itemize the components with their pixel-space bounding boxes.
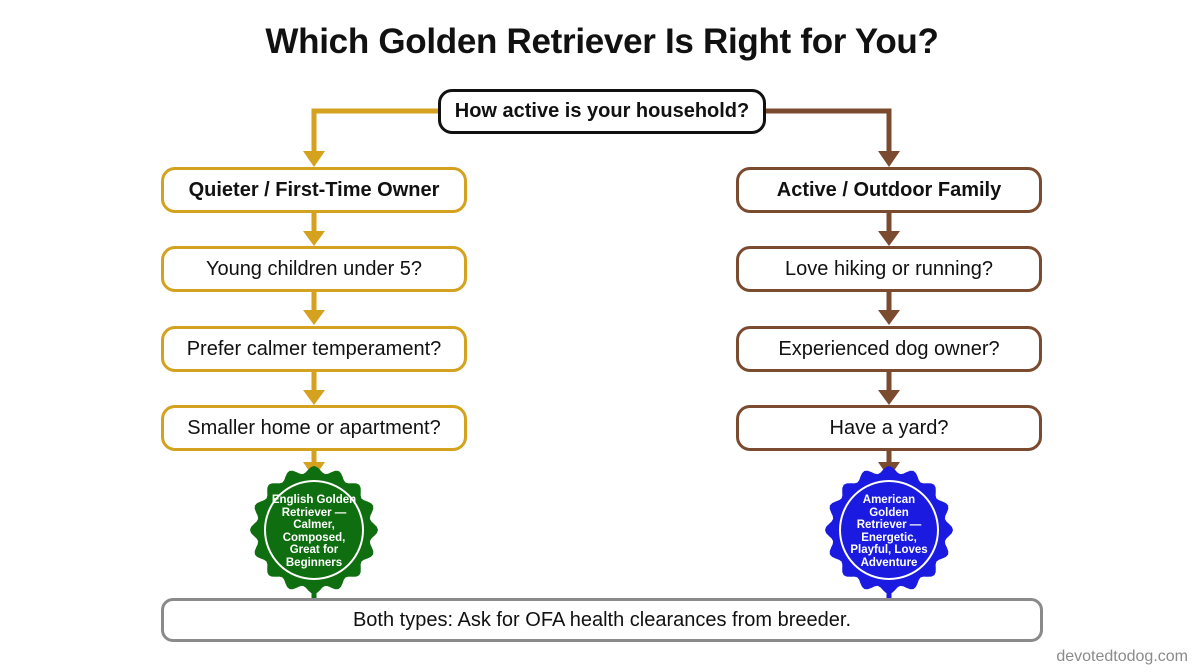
result-line: Calmer, <box>293 519 335 531</box>
arrow-left-3 <box>303 390 325 405</box>
right-question-hiking: Love hiking or running? <box>736 246 1042 292</box>
left-question-calmer-temperament: Prefer calmer temperament? <box>161 326 467 372</box>
american-golden-seal-ring <box>839 480 939 580</box>
arrow-left-2 <box>303 310 325 325</box>
arrow-right-3 <box>878 390 900 405</box>
right-question-experienced-owner: Experienced dog owner? <box>736 326 1042 372</box>
english-golden-result-text: English Golden Retriever — Calmer, Compo… <box>264 494 364 569</box>
american-golden-seal-shape <box>825 466 953 594</box>
arrow-right-1 <box>878 231 900 246</box>
result-line: Composed, <box>282 531 346 544</box>
watermark: devotedtodog.com <box>1056 648 1188 665</box>
result-line: Energetic, <box>861 531 917 544</box>
result-line: Retriever — <box>856 519 922 531</box>
right-branch-heading: Active / Outdoor Family <box>736 167 1042 213</box>
american-golden-result-text: American Golden Retriever — Energetic, P… <box>839 494 939 569</box>
root-question-box: How active is your household? <box>438 89 766 134</box>
footer-note-text: Both types: Ask for OFA health clearance… <box>352 608 852 631</box>
arrow-left-heading <box>303 151 325 167</box>
english-golden-result-seal <box>250 466 378 594</box>
left-question-smaller-home: Smaller home or apartment? <box>161 405 467 451</box>
arrow-left-1 <box>303 231 325 246</box>
result-line: Golden <box>869 506 909 519</box>
arrow-right-2 <box>878 310 900 325</box>
left-question-young-children: Young children under 5? <box>161 246 467 292</box>
result-line: Retriever — <box>281 506 347 519</box>
english-golden-seal-shape <box>250 466 378 594</box>
result-line: American <box>862 494 916 506</box>
connector-root-to-right <box>766 108 892 153</box>
american-golden-result-seal <box>825 466 953 594</box>
connector-root-to-left <box>311 108 438 153</box>
result-line: Adventure <box>860 556 918 569</box>
english-golden-seal-ring <box>264 480 364 580</box>
result-line: Playful, Loves <box>850 544 928 556</box>
result-line: Great for <box>289 544 339 556</box>
result-line: English Golden <box>271 494 357 506</box>
page-title: Which Golden Retriever Is Right for You? <box>265 22 939 61</box>
result-line: Beginners <box>285 556 343 569</box>
left-branch-heading: Quieter / First-Time Owner <box>161 167 467 213</box>
arrow-right-heading <box>878 151 900 167</box>
footer-note-box: Both types: Ask for OFA health clearance… <box>161 598 1043 642</box>
right-question-yard: Have a yard? <box>736 405 1042 451</box>
